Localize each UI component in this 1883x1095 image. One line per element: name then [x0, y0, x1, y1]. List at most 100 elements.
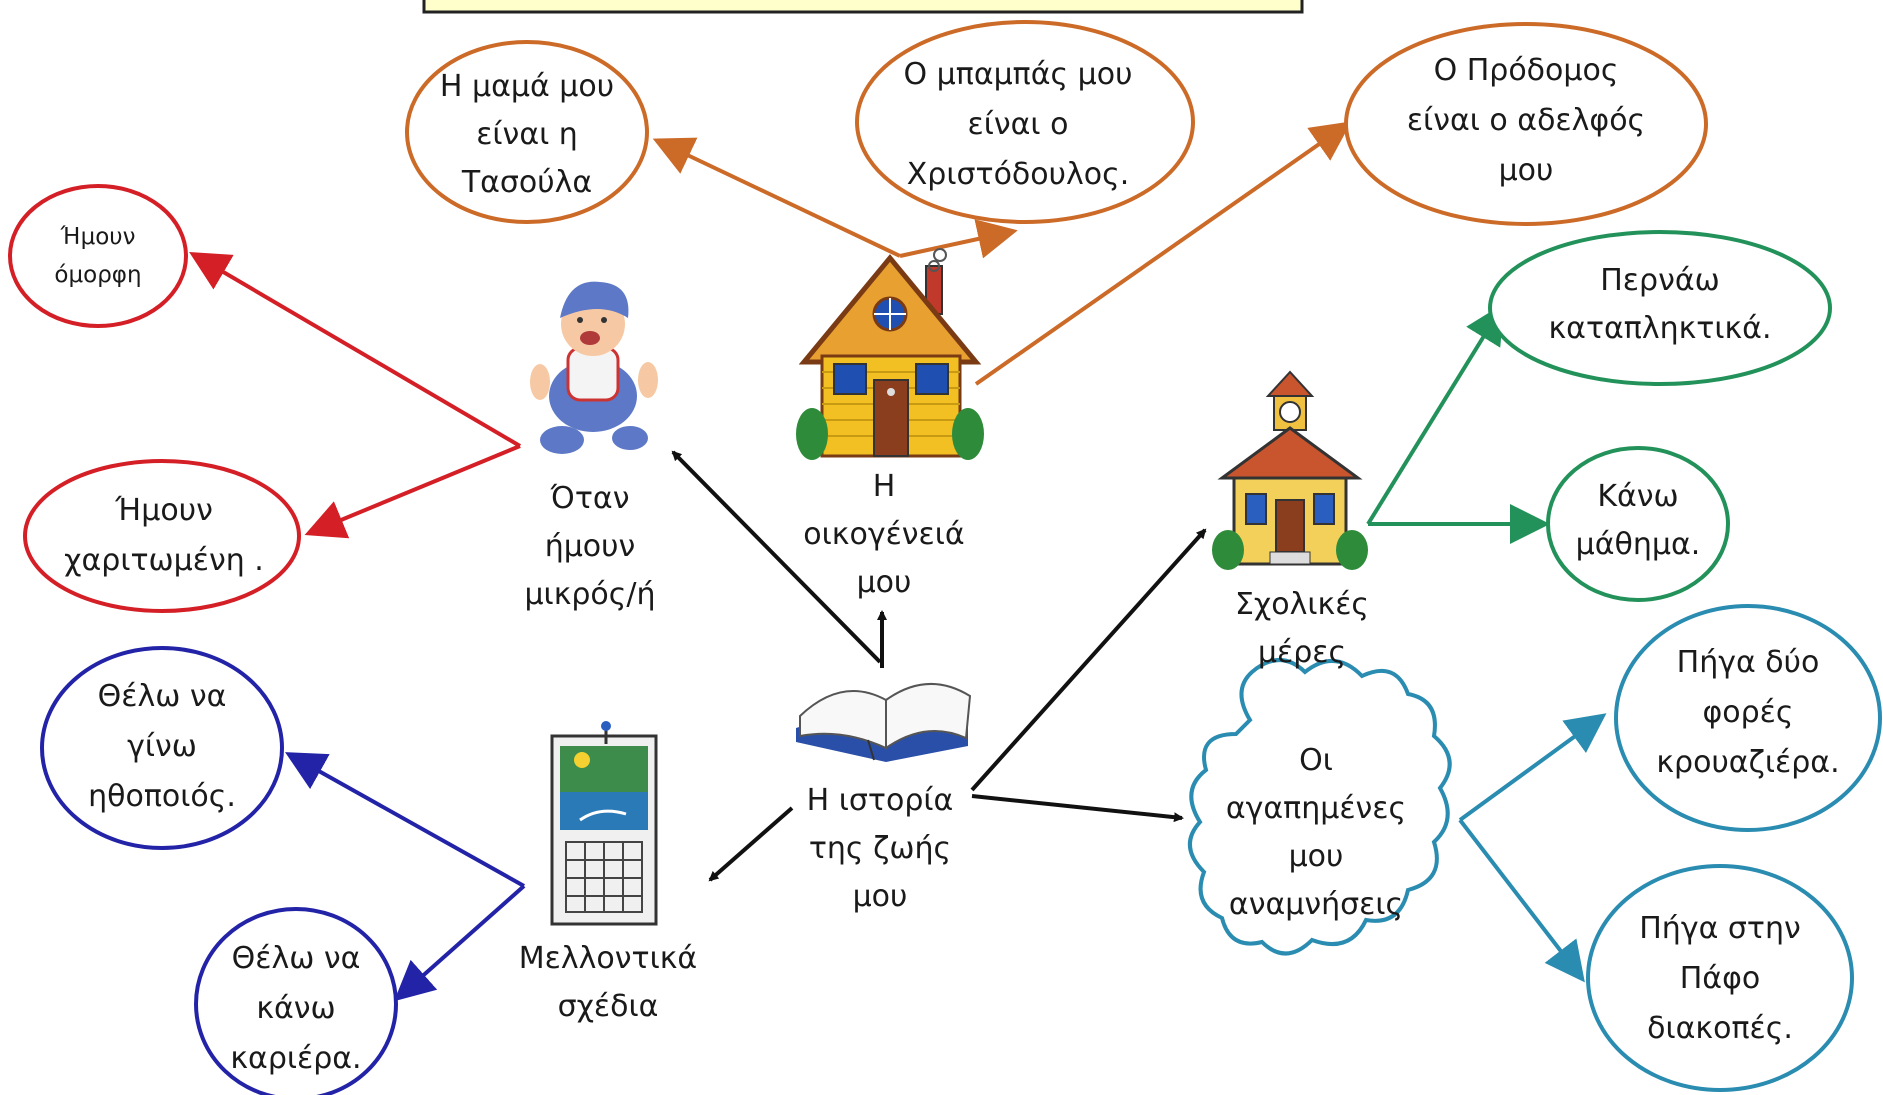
- school-label: Σχολικές μέρες: [1235, 587, 1369, 670]
- link-mem-paphos: [1458, 818, 1585, 983]
- bubble-actor: [40, 646, 284, 850]
- mother-line-2: είναι η: [476, 117, 578, 152]
- link-center-childhood: [671, 450, 882, 664]
- link-future-actor: [285, 752, 525, 888]
- future-label: Μελλοντικά σχέδια: [519, 941, 697, 1024]
- center-line-1: Η ιστορία: [807, 783, 954, 818]
- paphos-line-2: Πάφο: [1680, 961, 1760, 996]
- memories-line-1: Οι: [1299, 743, 1333, 778]
- childhood-line-2: ήμουν: [545, 529, 636, 564]
- lesson-line-1: Κάνω: [1597, 479, 1678, 514]
- beautiful-line-2: όμορφη: [54, 262, 141, 288]
- beautiful-line-1: Ήμουν: [60, 224, 136, 250]
- childhood-label: Όταν ήμουν μικρός/ή: [524, 481, 655, 612]
- childhood-line-3: μικρός/ή: [524, 577, 655, 612]
- actor-line-2: γίνω: [127, 729, 197, 764]
- family-line-2: οικογένειά: [803, 517, 964, 552]
- brother-line-2: είναι ο αδελφός: [1407, 103, 1645, 138]
- link-school-great: [1366, 303, 1505, 526]
- link-child-beautiful: [189, 251, 522, 448]
- cruise-line-3: κρουαζιέρα.: [1656, 745, 1839, 780]
- paphos-line-1: Πήγα στην: [1639, 911, 1800, 946]
- mother-line-1: Η μαμά μου: [440, 69, 614, 104]
- family-line-3: μου: [857, 565, 912, 600]
- childhood-bubbles: Ήμουν όμορφη Ήμουν χαριτωμένη .: [8, 184, 301, 613]
- brother-line-1: Ο Πρόδομος: [1434, 53, 1619, 88]
- great-line-1: Περνάω: [1600, 263, 1719, 298]
- father-line-2: είναι ο: [968, 107, 1069, 142]
- center-label: Η ιστορία της ζωής μου: [807, 783, 954, 914]
- memories-line-3: μου: [1289, 839, 1344, 874]
- school-line-2: μέρες: [1258, 635, 1346, 670]
- charming-line-2: χαριτωμένη .: [64, 543, 264, 578]
- career-line-1: Θέλω να: [232, 941, 361, 976]
- calendar-icon: [550, 721, 658, 926]
- bubble-father: [855, 20, 1195, 224]
- link-center-school: [970, 528, 1207, 792]
- future-bubbles: Θέλω να γίνω ηθοποιός. Θέλω να κάνω καριέρα.: [40, 646, 398, 1095]
- center-line-3: μου: [853, 879, 908, 914]
- baby-icon: [530, 281, 658, 454]
- bubble-career: [194, 907, 398, 1095]
- future-line-1: Μελλοντικά: [519, 941, 697, 976]
- cloud-memories: [1188, 658, 1452, 956]
- actor-line-1: Θέλω να: [98, 679, 227, 714]
- bubble-beautiful: [8, 184, 188, 328]
- paphos-line-3: διακοπές.: [1647, 1011, 1793, 1046]
- great-line-2: καταπληκτικά.: [1548, 311, 1771, 346]
- center-line-2: της ζωής: [809, 831, 951, 866]
- link-center-memories: [971, 794, 1184, 823]
- bubble-mother: [405, 40, 649, 224]
- bubble-cruise: [1614, 604, 1882, 832]
- father-line-3: Χριστόδουλος.: [907, 157, 1130, 192]
- childhood-line-1: Όταν: [550, 481, 630, 516]
- link-mem-cruise: [1458, 713, 1607, 822]
- bubble-charming: [23, 459, 301, 613]
- school-bubbles: Περνάω καταπληκτικά. Κάνω μάθημα.: [1488, 230, 1832, 602]
- career-line-2: κάνω: [256, 991, 335, 1026]
- link-family-father: [899, 219, 1018, 259]
- title-banner: [422, 0, 1304, 14]
- actor-line-3: ηθοποιός.: [88, 779, 236, 814]
- bubble-great: [1488, 230, 1832, 386]
- family-bubbles: Η μαμά μου είναι η Τασούλα Ο μπαμπάς μου εί…: [405, 20, 1708, 226]
- school-line-1: Σχολικές: [1235, 587, 1369, 622]
- family-line-1: Η: [873, 469, 896, 504]
- brother-line-3: μου: [1499, 153, 1554, 188]
- school-icon: [1212, 370, 1368, 570]
- lesson-line-2: μάθημα.: [1576, 527, 1701, 562]
- link-family-mother: [652, 137, 901, 258]
- memories-line-2: αγαπημένες: [1226, 791, 1406, 826]
- cruise-line-2: φορές: [1702, 695, 1793, 730]
- career-line-3: καριέρα.: [230, 1041, 361, 1076]
- father-line-1: Ο μπαμπάς μου: [904, 57, 1133, 92]
- link-family-brother: [974, 121, 1352, 386]
- memories-bubbles: Οι αγαπημένες μου αναμνήσεις Πήγα δύο φορές κ…: [1188, 604, 1882, 1092]
- bubble-brother: [1344, 22, 1708, 226]
- open-book-icon: [796, 683, 972, 762]
- bubble-paphos: [1586, 864, 1854, 1092]
- future-line-2: σχέδια: [558, 989, 659, 1024]
- memories-line-4: αναμνήσεις: [1229, 887, 1403, 922]
- link-center-future: [708, 806, 794, 882]
- connectors: [189, 121, 1607, 1002]
- house-icon: [796, 248, 984, 460]
- charming-line-1: Ήμουν: [114, 493, 213, 528]
- mother-line-3: Τασούλα: [461, 165, 592, 200]
- cruise-line-1: Πήγα δύο: [1677, 645, 1820, 680]
- link-child-charming: [304, 444, 521, 539]
